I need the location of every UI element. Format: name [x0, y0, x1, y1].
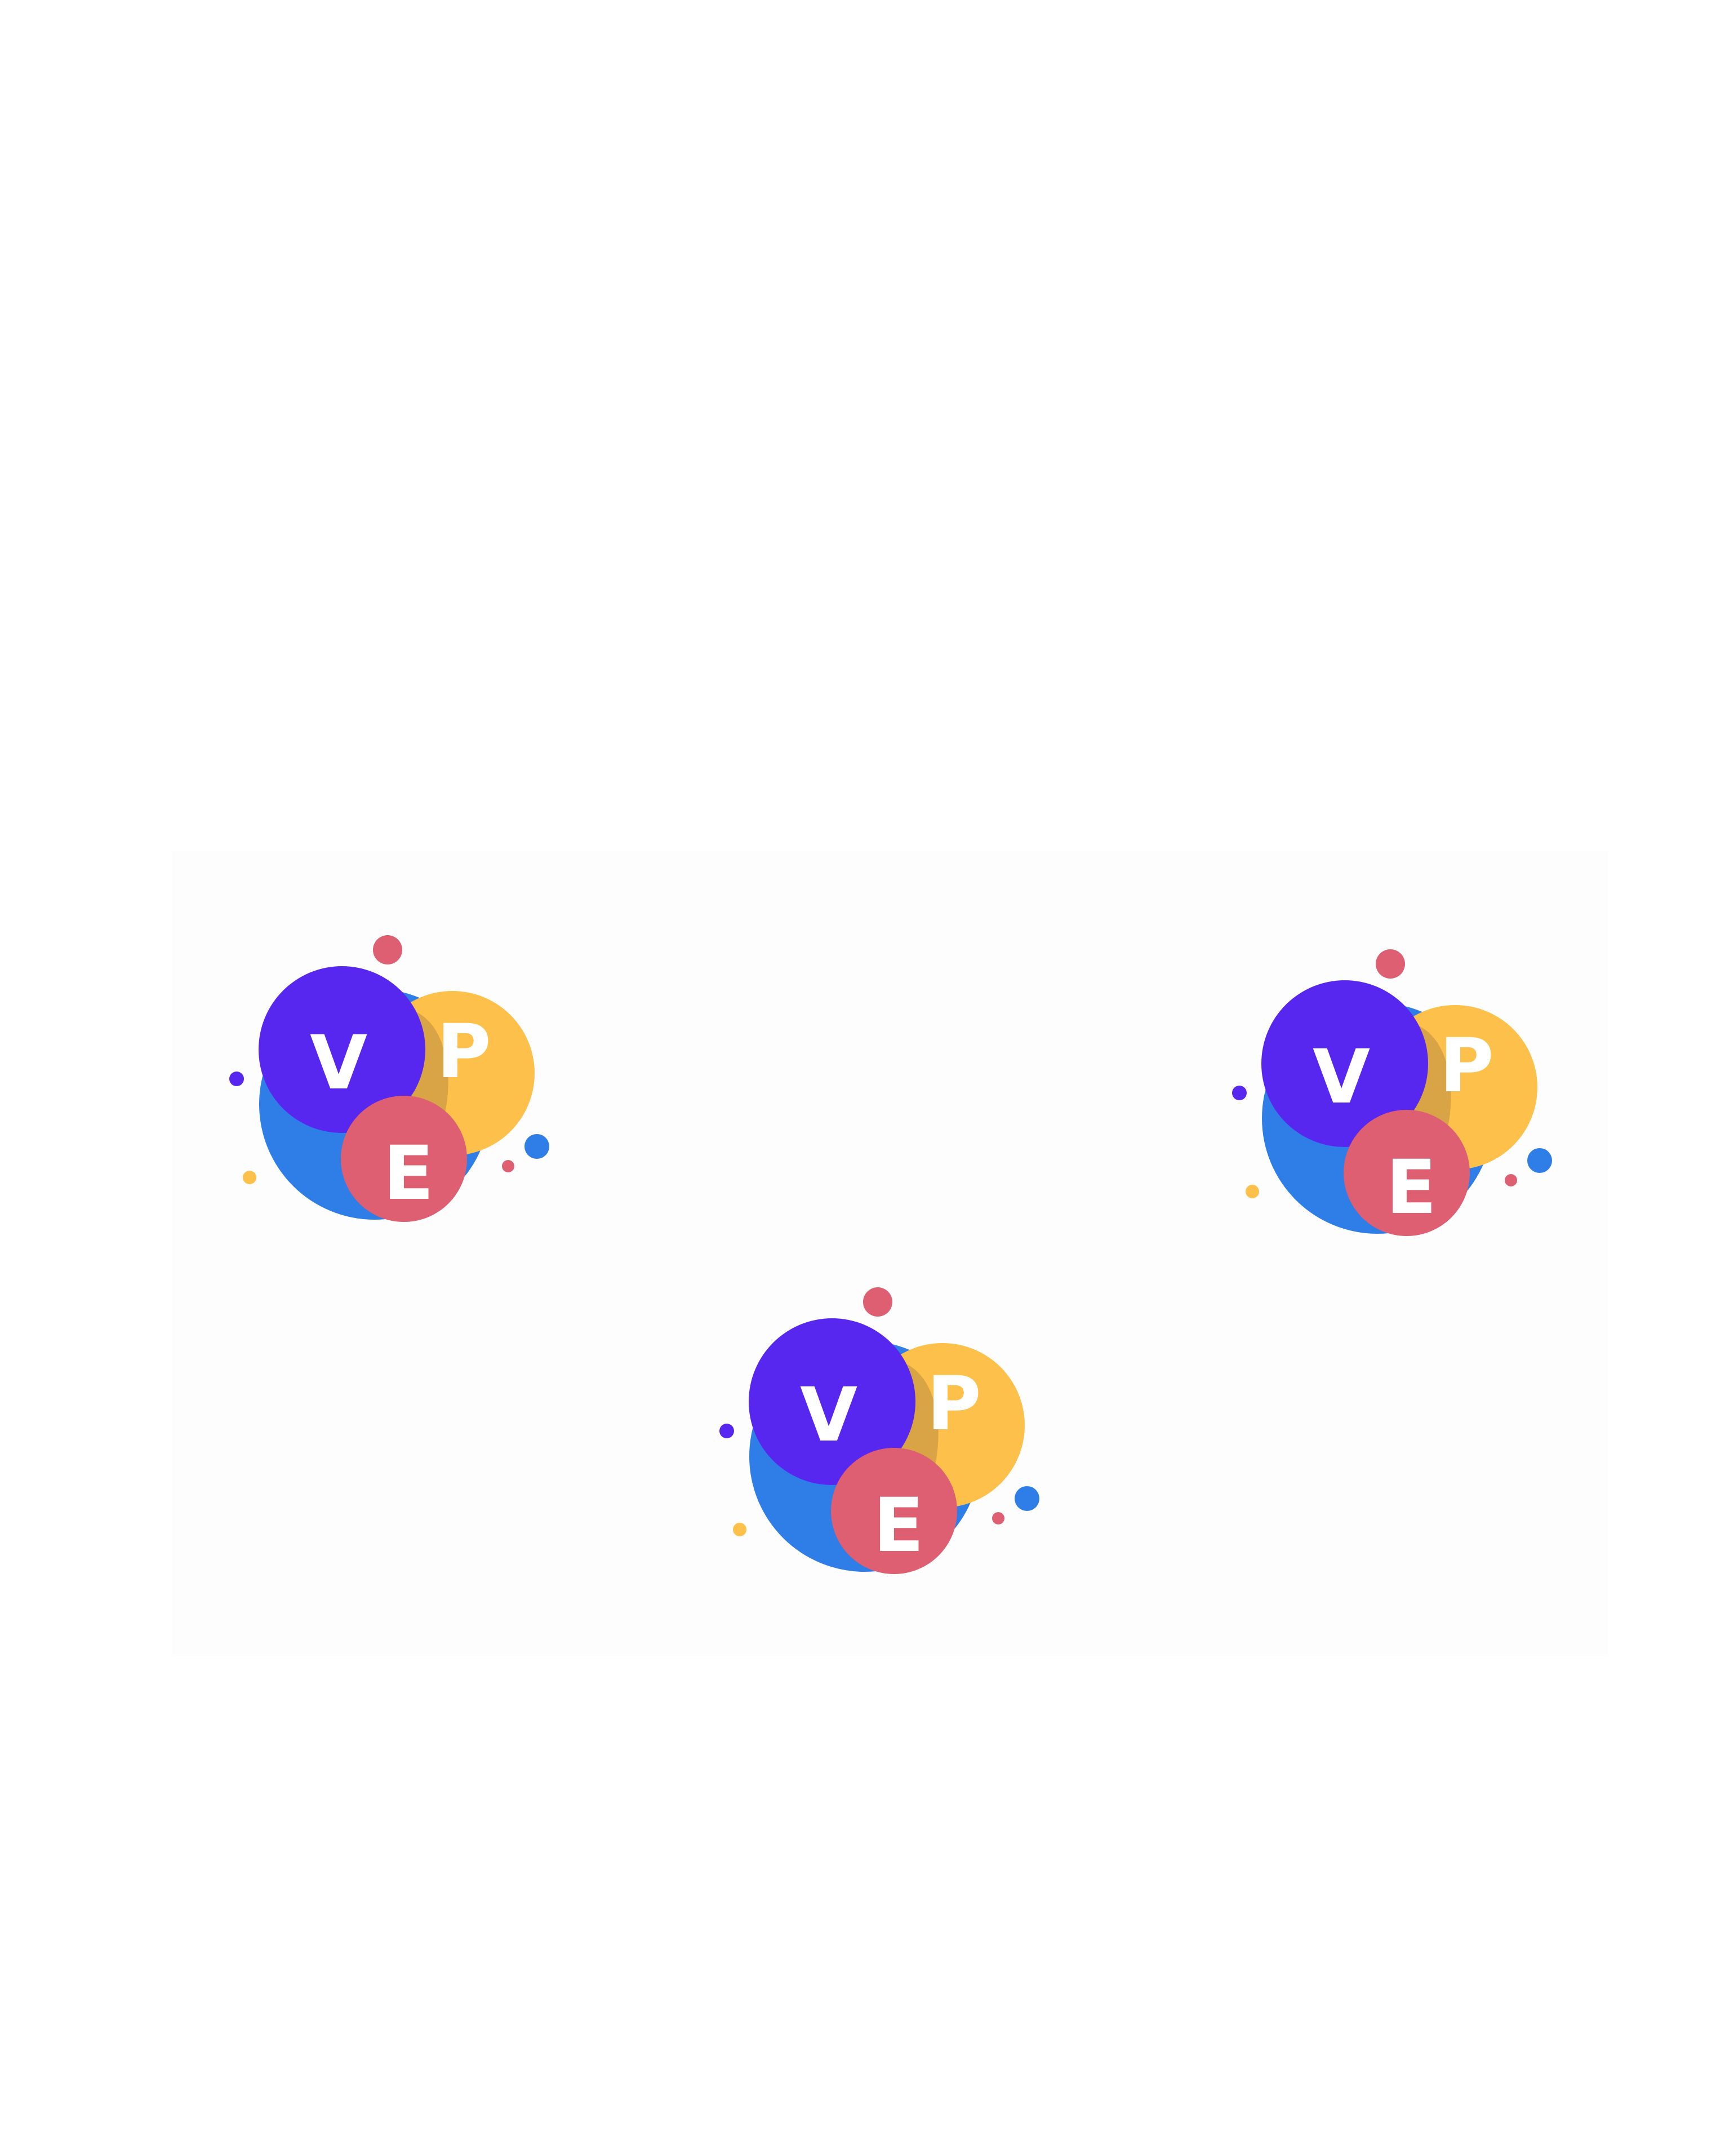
pink-dot-right [1505, 1174, 1517, 1186]
vpe-logo-bottom: V P E [713, 1276, 1062, 1592]
vpe-logo-right: V P E [1225, 938, 1575, 1253]
pink-circle [1344, 1110, 1470, 1236]
letter-p: P [927, 1361, 981, 1447]
pink-dot-top [373, 935, 402, 964]
yellow-dot-left [733, 1523, 746, 1536]
pink-dot-right [992, 1512, 1004, 1524]
pink-dot-right [502, 1160, 514, 1172]
pink-circle [341, 1096, 467, 1222]
vpe-logo-graphic: V P E [1232, 949, 1552, 1236]
letter-v: V [1313, 1034, 1370, 1121]
letter-p: P [437, 1008, 491, 1095]
purple-circle [1261, 980, 1428, 1147]
pink-dot-top [1376, 949, 1405, 979]
letter-p: P [1439, 1023, 1494, 1109]
purple-dot-left [1232, 1086, 1247, 1100]
vpe-logo-graphic: V P E [229, 935, 549, 1222]
blue-dot-right [1527, 1148, 1552, 1173]
pink-dot-top [863, 1287, 892, 1317]
purple-circle [749, 1318, 915, 1485]
blue-dot-right [1015, 1486, 1039, 1511]
yellow-dot-left [243, 1171, 256, 1184]
letter-e: E [383, 1130, 434, 1217]
vpe-logo-left: V P E [223, 924, 572, 1239]
letter-v: V [310, 1020, 367, 1106]
vpe-logo-graphic: V P E [719, 1287, 1039, 1574]
letter-e: E [1386, 1144, 1437, 1231]
purple-dot-left [229, 1072, 244, 1086]
purple-dot-left [719, 1424, 734, 1438]
letter-v: V [800, 1372, 857, 1459]
pink-circle [831, 1448, 957, 1574]
purple-circle [259, 966, 425, 1133]
letter-e: E [873, 1482, 924, 1569]
yellow-dot-left [1246, 1185, 1259, 1198]
blue-dot-right [524, 1134, 549, 1159]
